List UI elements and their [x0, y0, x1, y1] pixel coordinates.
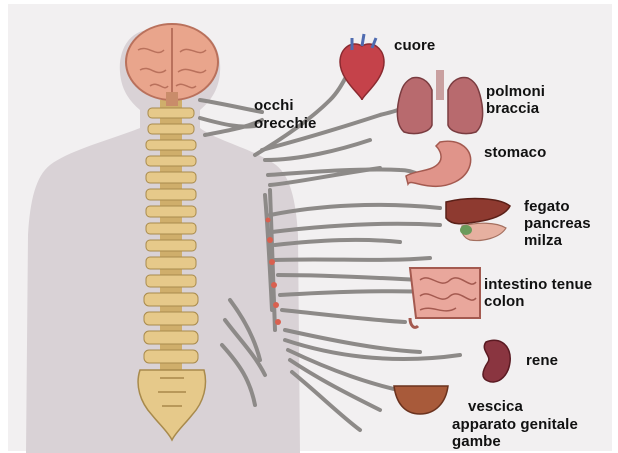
- label-pancreas: pancreas: [524, 216, 591, 231]
- label-ears: orecchie: [254, 116, 317, 131]
- label-stomach: stomaco: [484, 145, 546, 160]
- label-spleen: milza: [524, 233, 562, 248]
- label-genitals: apparato genitale: [452, 417, 578, 432]
- label-heart: cuore: [394, 38, 435, 53]
- label-colon: colon: [484, 294, 525, 309]
- label-liver: fegato: [524, 199, 570, 214]
- label-legs: gambe: [452, 434, 501, 449]
- label-bladder: vescica: [468, 399, 523, 414]
- label-kidney: rene: [526, 353, 558, 368]
- label-eyes: occhi: [254, 98, 294, 113]
- intestines: [410, 268, 480, 327]
- label-small-intestine: intestino tenue: [484, 277, 592, 292]
- label-lungs: polmoni: [486, 84, 545, 99]
- label-arms: braccia: [486, 101, 539, 116]
